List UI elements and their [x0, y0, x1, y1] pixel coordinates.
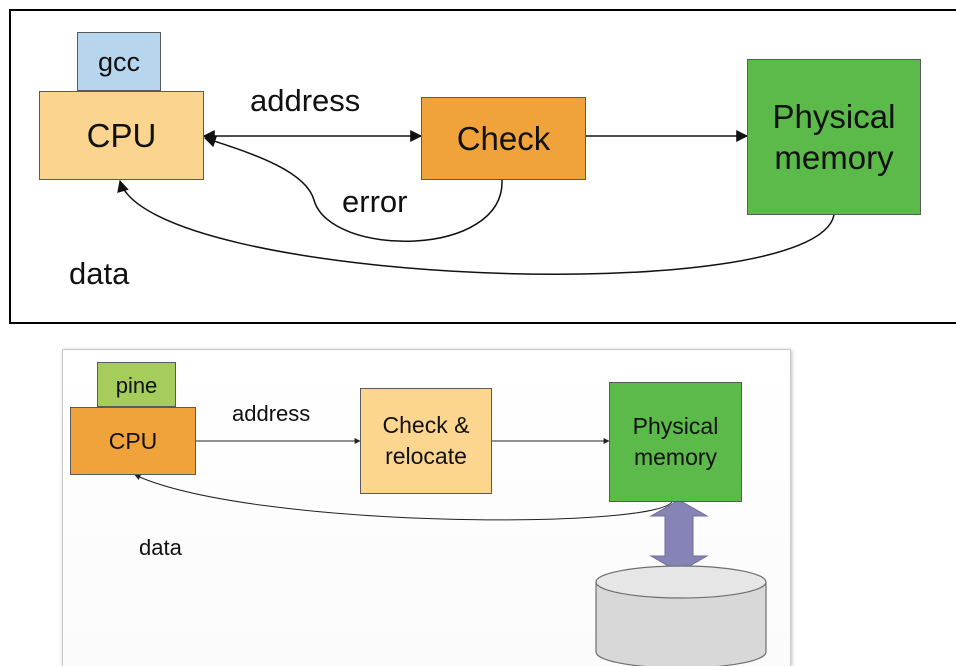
bottom-check-relocate-box: Check & relocate: [360, 388, 492, 494]
bottom-address-label: address: [232, 401, 311, 426]
top-program-text: gcc: [97, 47, 141, 77]
bottom-data-arrow: [134, 474, 673, 521]
top-data-label: data: [69, 256, 130, 291]
top-physical-memory-label: Physical memory: [772, 97, 896, 176]
top-data-arrow: [117, 179, 835, 275]
bottom-physical-memory-label: Physical memory: [632, 412, 719, 470]
bottom-program-label-pine: pine: [97, 362, 176, 407]
top-cpu-box: CPU: [39, 91, 204, 180]
bottom-data-label: data: [139, 535, 182, 560]
top-error-arrow: [203, 135, 503, 242]
top-check-label: Check: [456, 119, 551, 157]
bottom-cpu-box: CPU: [70, 407, 196, 475]
bottom-program-text: pine: [115, 373, 158, 398]
top-physical-memory-box: Physical memory: [747, 59, 921, 215]
top-address-label: address: [250, 83, 361, 118]
top-program-label-gcc: gcc: [77, 32, 161, 91]
disk-icon: [595, 565, 767, 666]
top-error-label: error: [342, 184, 408, 219]
top-check-box: Check: [421, 97, 586, 180]
bottom-check-relocate-label: Check & relocate: [382, 411, 470, 469]
top-cpu-label: CPU: [86, 116, 157, 154]
memory-disk-bus-arrow: [649, 499, 709, 573]
bottom-cpu-label: CPU: [108, 427, 158, 454]
bottom-physical-memory-box: Physical memory: [609, 382, 742, 502]
